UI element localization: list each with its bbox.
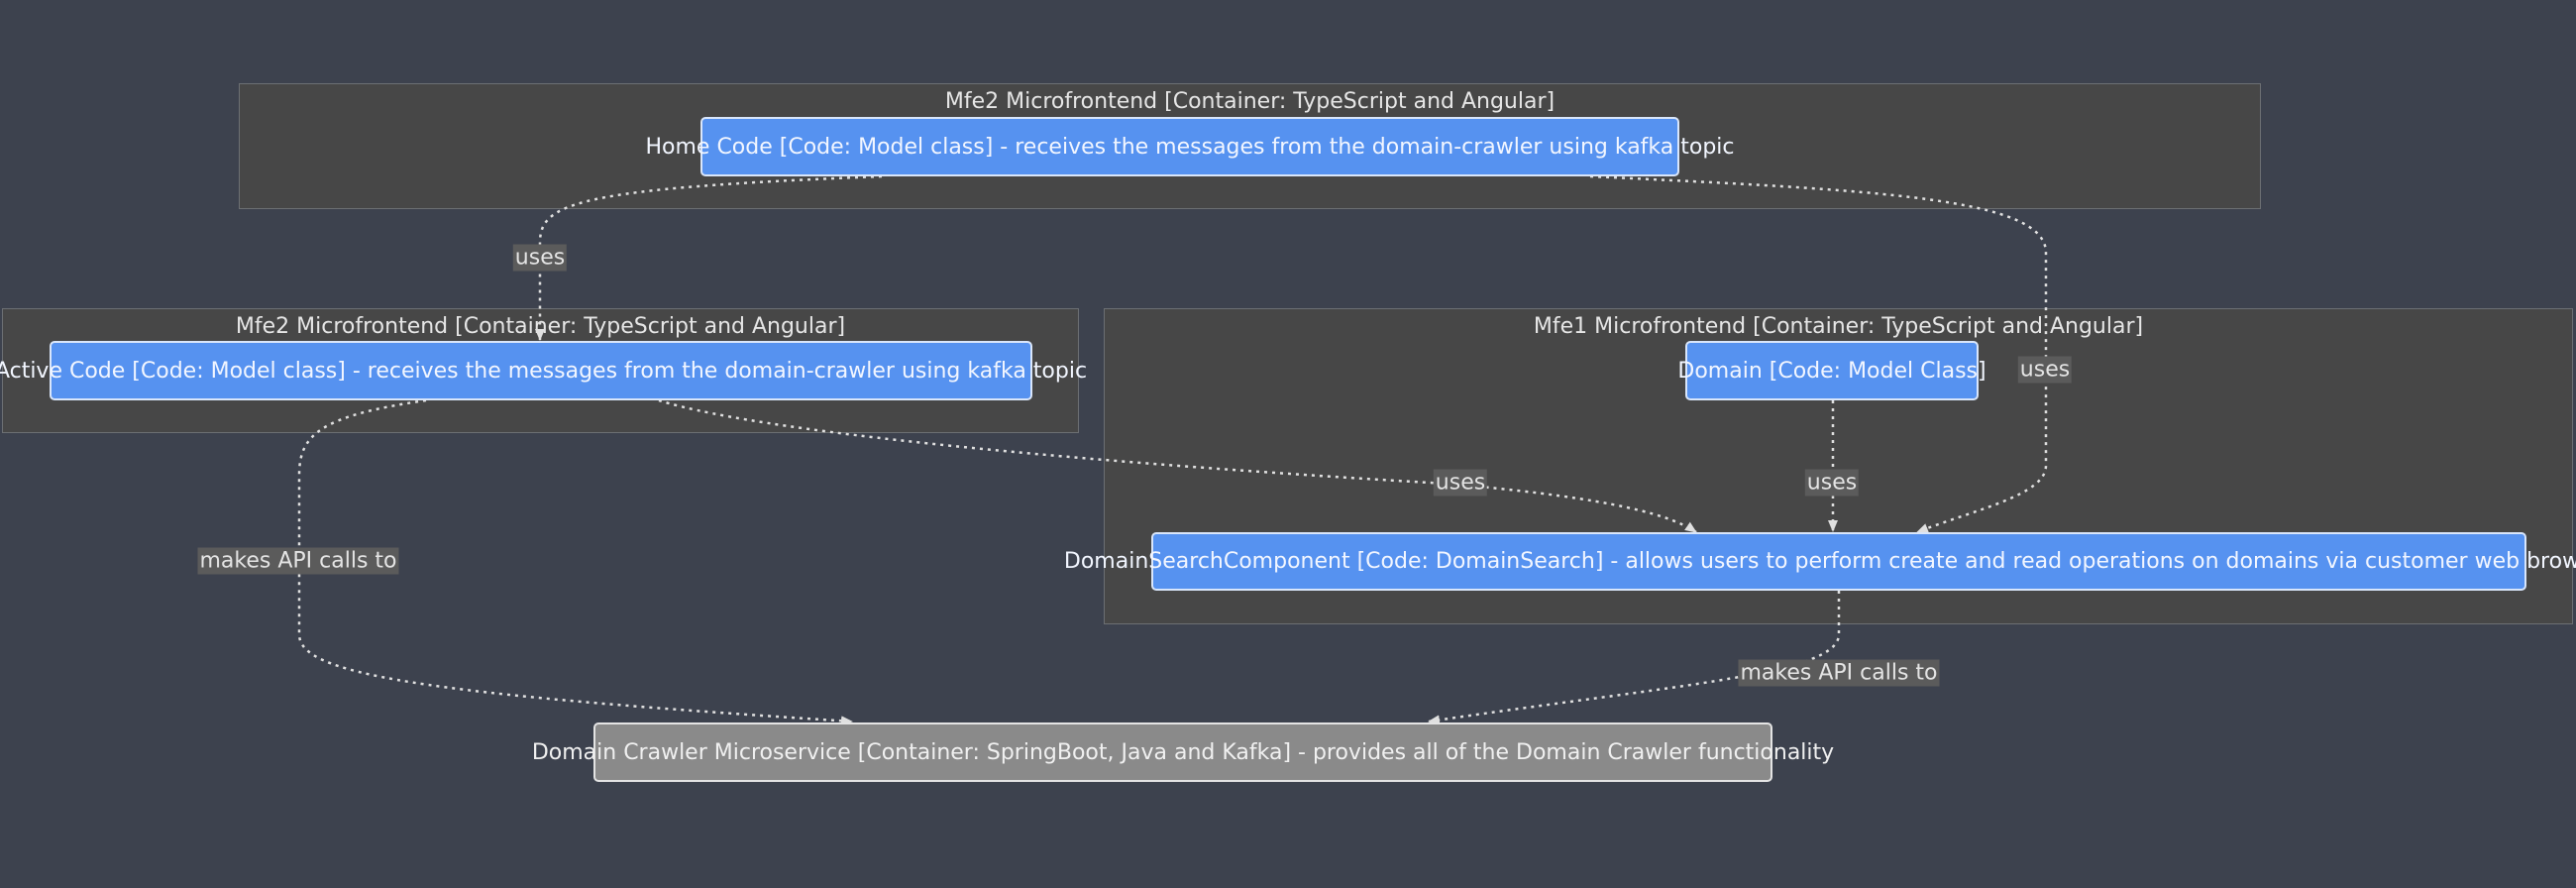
edge-label-home-to-active: uses bbox=[512, 244, 568, 272]
edge-label-active-to-search: uses bbox=[1433, 469, 1488, 497]
edge-label-home-to-search: uses bbox=[2017, 356, 2073, 384]
cluster-title: Mfe2 Microfrontend [Container: TypeScrip… bbox=[944, 89, 1556, 114]
cluster-title: Mfe1 Microfrontend [Container: TypeScrip… bbox=[1533, 314, 2144, 339]
home-code-node[interactable]: Home Code [Code: Model class] - receives… bbox=[645, 117, 1735, 176]
node-label: Domain [Code: Model Class] bbox=[1677, 358, 1986, 384]
edge-search-to-crawler bbox=[1428, 591, 1841, 725]
edge-active-to-search bbox=[658, 398, 1697, 534]
node-label: Active Code [Code: Model class] - receiv… bbox=[0, 358, 1088, 384]
edge-home-to-active bbox=[535, 174, 883, 341]
node-label: Home Code [Code: Model class] - receives… bbox=[645, 134, 1735, 160]
edge-active-to-crawler bbox=[297, 398, 853, 726]
domain-node[interactable]: Domain [Code: Model Class] bbox=[1677, 341, 1986, 400]
cluster-mfe2-home: Mfe2 Microfrontend [Container: TypeScrip… bbox=[239, 83, 2261, 209]
edge-label-search-to-crawler: makes API calls to bbox=[1738, 659, 1940, 687]
edge-label-domain-to-search: uses bbox=[1804, 469, 1860, 497]
active-code-node[interactable]: Active Code [Code: Model class] - receiv… bbox=[0, 341, 1087, 400]
edge-label-active-to-crawler: makes API calls to bbox=[197, 547, 399, 575]
domain-crawler-microservice-node[interactable]: Domain Crawler Microservice [Container: … bbox=[532, 722, 1834, 782]
node-label: DomainSearchComponent [Code: DomainSearc… bbox=[1063, 549, 2576, 574]
node-label: Domain Crawler Microservice [Container: … bbox=[531, 739, 1835, 765]
domain-search-component-node[interactable]: DomainSearchComponent [Code: DomainSearc… bbox=[1064, 532, 2576, 591]
